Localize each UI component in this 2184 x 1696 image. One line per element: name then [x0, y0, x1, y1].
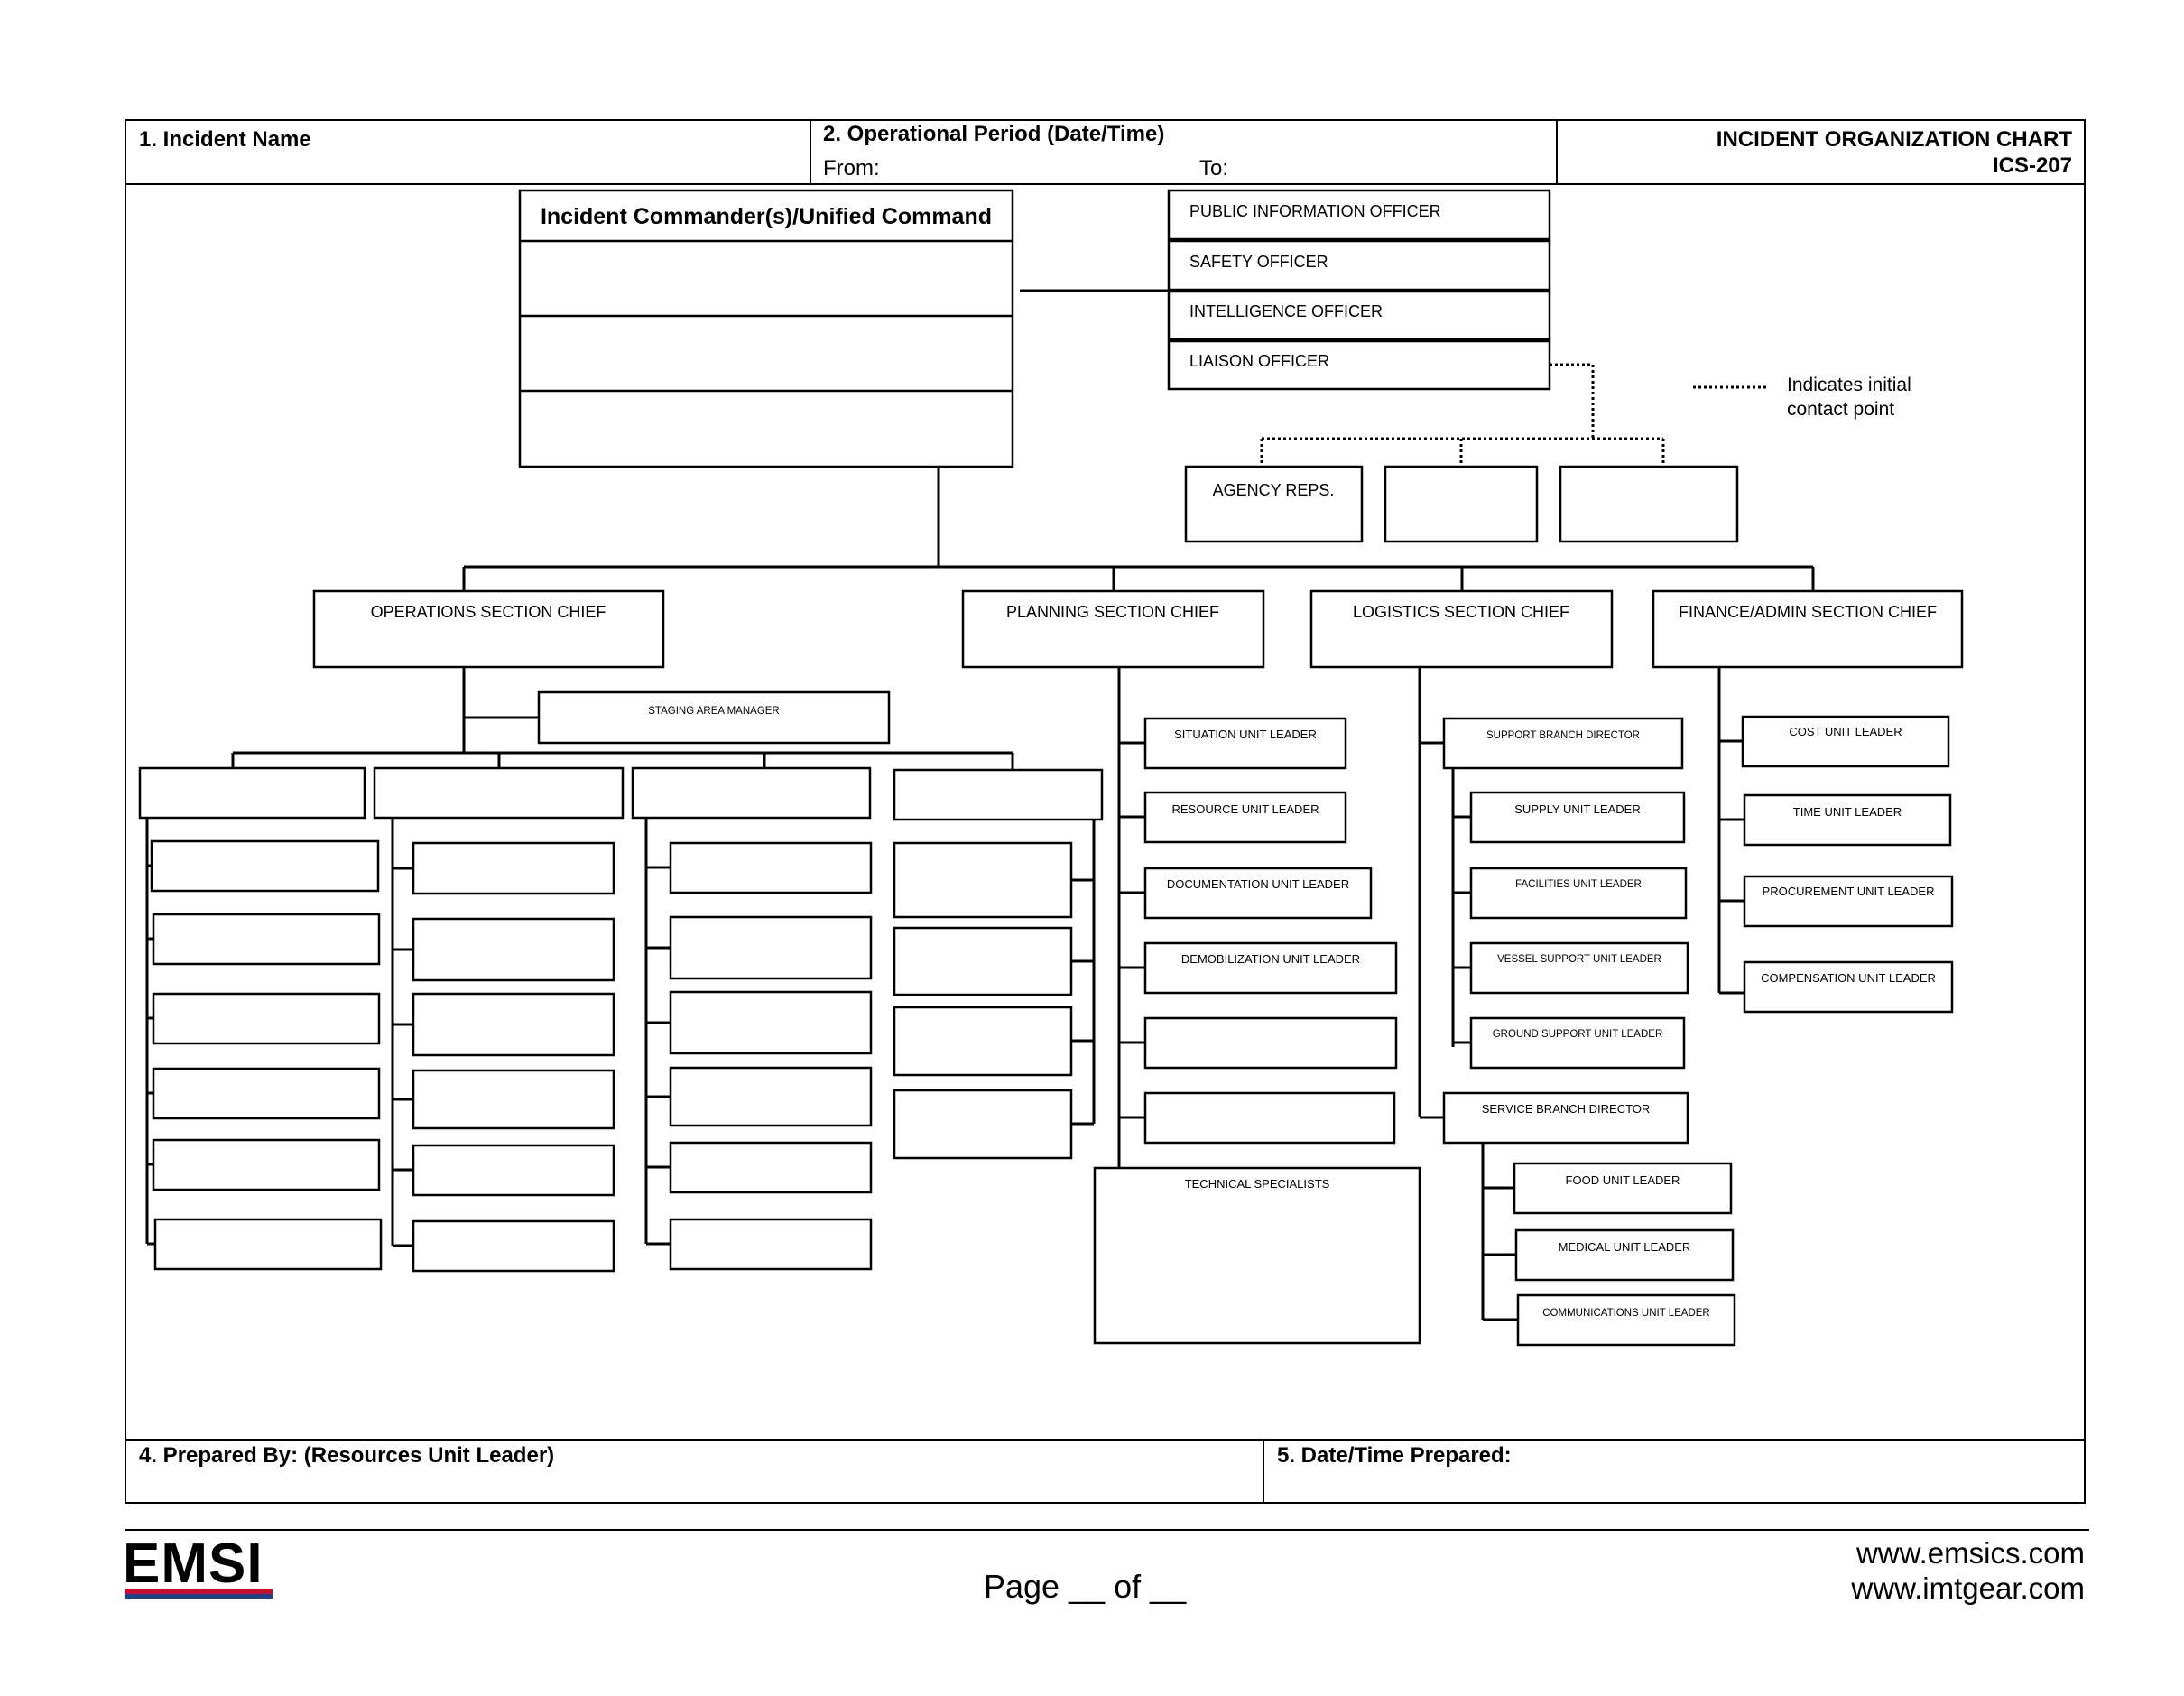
demobilization-unit-leader-label: DEMOBILIZATION UNIT LEADER — [1181, 952, 1360, 966]
branch-box-1 — [138, 766, 366, 820]
ground-support-unit-leader-box — [1469, 1016, 1686, 1070]
agency-rep-box-3 — [1559, 465, 1739, 543]
vessel-support-unit-leader-label: VESSEL SUPPORT UNIT LEADER — [1497, 954, 1661, 965]
intelligence-officer-label: INTELLIGENCE OFFICER — [1189, 302, 1383, 320]
safety-officer-label: SAFETY OFFICER — [1189, 253, 1328, 271]
medical-unit-leader-box — [1514, 1228, 1735, 1282]
legend-line-2: contact point — [1787, 399, 1894, 420]
form-code: ICS-207 — [1993, 153, 2072, 178]
service-branch-director-box — [1442, 1091, 1689, 1145]
branch-box-2 — [373, 766, 625, 820]
vessel-support-unit-leader-box — [1469, 941, 1689, 995]
incident-commander-title: Incident Commander(s)/Unified Command — [541, 204, 992, 229]
safety-officer-box — [1167, 239, 1551, 292]
facilities-unit-leader-box — [1469, 867, 1688, 920]
agency-rep-box-2 — [1384, 465, 1539, 543]
food-unit-leader-label: FOOD UNIT LEADER — [1566, 1173, 1680, 1187]
resource-unit-leader-box — [1143, 791, 1347, 844]
public-information-officer-box — [1167, 189, 1551, 241]
incident-name-label: 1. Incident Name — [139, 127, 311, 152]
finance-section-chief-box — [1652, 589, 1964, 669]
support-branch-director-label: SUPPORT BRANCH DIRECTOR — [1486, 730, 1640, 741]
form-frame — [125, 119, 2086, 1504]
operations-section-chief-label: OPERATIONS SECTION CHIEF — [371, 603, 606, 621]
staging-area-manager-label: STAGING AREA MANAGER — [648, 706, 780, 717]
operations-section-chief-box — [312, 589, 665, 669]
food-unit-leader-box — [1513, 1162, 1733, 1215]
service-branch-director-label: SERVICE BRANCH DIRECTOR — [1482, 1102, 1651, 1116]
support-branch-director-box — [1442, 717, 1684, 770]
supply-unit-leader-label: SUPPLY UNIT LEADER — [1514, 802, 1640, 816]
public-information-officer-label: PUBLIC INFORMATION OFFICER — [1189, 202, 1441, 220]
url-imtgear: www.imtgear.com — [1850, 1571, 2085, 1605]
branch-box-3 — [631, 766, 872, 820]
emsi-logo: EMSI — [123, 1533, 273, 1599]
technical-specialists-label: TECHNICAL SPECIALISTS — [1185, 1177, 1330, 1191]
ground-support-unit-leader-label: GROUND SUPPORT UNIT LEADER — [1493, 1029, 1663, 1040]
prepared-by-label: 4. Prepared By: (Resources Unit Leader) — [139, 1443, 554, 1468]
technical-specialists-box — [1093, 1166, 1421, 1345]
documentation-unit-leader-label: DOCUMENTATION UNIT LEADER — [1167, 877, 1349, 891]
date-prepared-label: 5. Date/Time Prepared: — [1277, 1443, 1512, 1468]
planning-section-chief-label: PLANNING SECTION CHIEF — [1006, 603, 1219, 621]
time-unit-leader-box — [1743, 793, 1952, 847]
finance-section-chief-label: FINANCE/ADMIN SECTION CHIEF — [1679, 603, 1937, 621]
branch-box-4 — [893, 768, 1104, 821]
resource-unit-leader-label: RESOURCE UNIT LEADER — [1171, 802, 1319, 816]
medical-unit-leader-label: MEDICAL UNIT LEADER — [1559, 1240, 1691, 1254]
logistics-section-chief-label: LOGISTICS SECTION CHIEF — [1353, 603, 1569, 621]
to-label: To: — [1199, 156, 1228, 181]
connector-lines — [145, 289, 1815, 1321]
liaison-officer-label: LIAISON OFFICER — [1189, 352, 1329, 370]
situation-unit-leader-box — [1143, 717, 1347, 770]
operational-period-label: 2. Operational Period (Date/Time) — [823, 122, 1164, 146]
url-emsics: www.emsics.com — [1855, 1536, 2085, 1570]
from-label: From: — [823, 156, 880, 181]
staging-area-manager-box — [537, 690, 891, 745]
procurement-unit-leader-label: PROCUREMENT UNIT LEADER — [1763, 885, 1935, 898]
logo-blue-bar — [125, 1594, 273, 1599]
documentation-unit-leader-box — [1143, 867, 1373, 920]
communications-unit-leader-label: COMMUNICATIONS UNIT LEADER — [1542, 1308, 1710, 1319]
situation-unit-leader-label: SITUATION UNIT LEADER — [1174, 728, 1317, 741]
agency-reps-label: AGENCY REPS. — [1213, 481, 1335, 499]
compensation-unit-leader-box — [1743, 960, 1954, 1014]
facilities-unit-leader-label: FACILITIES UNIT LEADER — [1515, 879, 1642, 890]
emsi-logo-text: EMSI — [123, 1533, 264, 1595]
logo-red-bar — [125, 1589, 273, 1594]
cost-unit-leader-label: COST UNIT LEADER — [1789, 725, 1902, 738]
incident-commander-box — [518, 189, 1014, 468]
page-number: Page __ of __ — [984, 1568, 1187, 1605]
legend-line-1: Indicates initial — [1787, 375, 1911, 395]
initial-contact-lines — [1260, 363, 1766, 467]
agency-reps-box — [1184, 465, 1364, 543]
form-title: INCIDENT ORGANIZATION CHART — [1717, 127, 2073, 152]
supply-unit-leader-box — [1469, 791, 1686, 844]
demobilization-unit-leader-box — [1143, 941, 1398, 995]
communications-unit-leader-box — [1516, 1293, 1736, 1347]
time-unit-leader-label: TIME UNIT LEADER — [1793, 805, 1902, 819]
intelligence-officer-box — [1167, 290, 1551, 341]
compensation-unit-leader-label: COMPENSATION UNIT LEADER — [1761, 971, 1936, 985]
